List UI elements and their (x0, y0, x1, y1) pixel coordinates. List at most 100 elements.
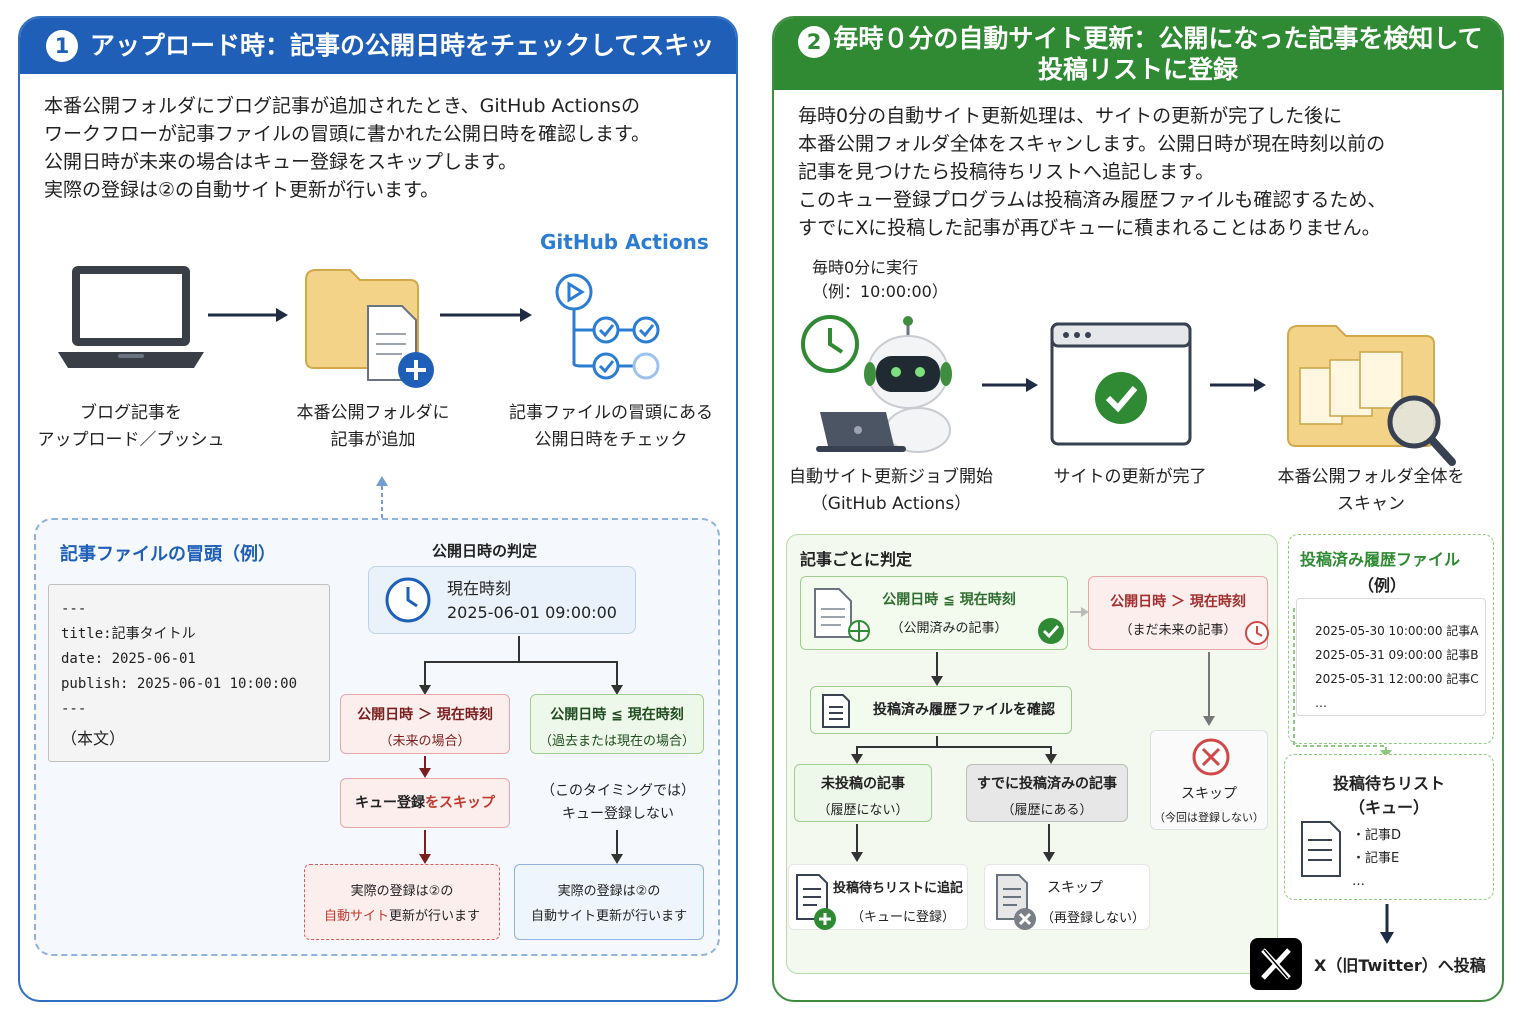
arrow-down-icon (611, 830, 623, 864)
arrow-down-icon (1203, 652, 1215, 726)
step-caption: サイトの更新が完了 (1030, 464, 1230, 491)
left-description: 本番公開フォルダにブログ記事が追加されたとき、GitHub Actionsの ワ… (44, 92, 650, 204)
clock-icon (1245, 621, 1269, 645)
list-document-icon (822, 694, 850, 728)
queue-item: ・記事E (1352, 851, 1400, 866)
caption-line: アップロード／プッシュ (37, 430, 225, 450)
folder-add-icon (305, 269, 434, 388)
workflow-icon (555, 273, 660, 380)
connector-line (424, 661, 618, 663)
check-circle-icon (1038, 618, 1064, 644)
arrow-right-icon (1070, 607, 1089, 617)
published-condition-box: 公開日時 ≦ 現在時刻 （公開済みの記事） (800, 576, 1068, 650)
no-register-note: （このタイミングでは） キュー登録しない (528, 780, 708, 826)
frontmatter-code-block: --- title:記事タイトル date: 2025-06-01 publis… (48, 584, 330, 762)
document-icon (814, 588, 870, 642)
history-entry: … (1315, 696, 1327, 710)
condition-note: （履歴にない） (817, 803, 909, 818)
queue-item: … (1352, 874, 1365, 889)
append-queue-box: 投稿待ちリストに追記 （キューに登録） (788, 864, 968, 930)
schedule-line: （例：10:00:00） (812, 282, 948, 301)
list-remove-icon (996, 874, 1036, 930)
right-panel-header: 2 毎時０分の自動サイト更新：公開になった記事を検知して 投稿リストに登録 (774, 18, 1502, 90)
arrow-right-icon (208, 308, 288, 322)
check-history-box: 投稿済み履歴ファイルを確認 (810, 686, 1072, 734)
caption-line: サイトの更新が完了 (1053, 467, 1207, 487)
step-caption: 記事ファイルの冒頭にある 公開日時をチェック (496, 400, 726, 454)
right-panel: 2 毎時０分の自動サイト更新：公開になった記事を検知して 投稿リストに登録 毎時… (772, 16, 1504, 1002)
code-line: title:記事タイトル (61, 626, 196, 642)
note-line: 実際の登録は②の (350, 884, 454, 899)
future-condition-box: 公開日時 ＞ 現在時刻 （未来の場合） (340, 694, 510, 754)
history-subtitle: （例） (1358, 576, 1407, 595)
code-line: --- (61, 701, 87, 717)
description-line: 公開日時が未来の場合はキュー登録をスキップします。 (44, 151, 518, 173)
append-text: 投稿待ちリストに追記 (833, 881, 964, 896)
skip-highlight: をスキップ (425, 795, 495, 811)
per-article-title: 記事ごとに判定 (800, 550, 913, 569)
caption-line: 本番公開フォルダ全体を (1277, 467, 1465, 487)
description-line: 毎時0分の自動サイト更新処理は、サイトの更新が完了した後に (798, 105, 1343, 127)
cross-circle-icon (1192, 738, 1230, 776)
step-number-badge: 2 (798, 26, 830, 58)
future-article-box: 公開日時 ＞ 現在時刻 （まだ未来の記事） (1088, 576, 1269, 650)
arrow-down-icon (931, 652, 943, 686)
right-description: 毎時0分の自動サイト更新処理は、サイトの更新が完了した後に 本番公開フォルダ全体… (798, 102, 1386, 242)
arrow-down-icon (419, 661, 431, 695)
history-entry: 2025-05-31 09:00:00 記事B (1315, 648, 1479, 662)
arrow-down-icon (419, 830, 431, 864)
code-line: （本文） (61, 729, 126, 748)
description-line: 実際の登録は②の自動サイト更新が行います。 (44, 179, 440, 201)
already-posted-box: すでに投稿済みの記事 （履歴にある） (966, 764, 1128, 822)
description-line: 本番公開フォルダにブログ記事が追加されたとき、GitHub Actionsの (44, 95, 640, 117)
skip-text: スキップ (1181, 786, 1237, 802)
history-file-area (1288, 534, 1494, 744)
condition-note: （過去または現在の場合） (538, 734, 695, 749)
append-note: （キューに登録） (851, 910, 956, 925)
schedule-line: 毎時0分に実行 (812, 258, 919, 277)
code-line: publish: 2025-06-01 10:00:00 (61, 676, 298, 692)
code-line: --- (61, 601, 87, 617)
connector-line (936, 736, 938, 746)
queue-title: 投稿待ちリスト (1332, 774, 1445, 793)
caption-line: 記事が追加 (330, 430, 416, 450)
caption-line: （GitHub Actions） (810, 494, 972, 514)
step-caption: 自動サイト更新ジョブ開始 （GitHub Actions） (778, 464, 1004, 518)
skip-queue-box: キュー登録をスキップ (340, 778, 510, 828)
now-value: 2025-06-01 09:00:00 (447, 603, 617, 622)
description-line: このキュー登録プログラムは投稿済み履歴ファイルも確認するため、 (798, 189, 1387, 211)
skip-future-box: スキップ （今回は登録しない） (1150, 730, 1268, 830)
right-panel-title-line2: 投稿リストに登録 (1037, 55, 1238, 84)
queue-item: ・記事D (1352, 828, 1402, 843)
caption-line: スキャン (1337, 494, 1405, 514)
step-number-badge: 1 (46, 30, 78, 62)
step-caption: 本番公開フォルダに 記事が追加 (268, 400, 478, 454)
description-line: ワークフローが記事ファイルの冒頭に書かれた公開日時を確認します。 (44, 123, 651, 145)
connector-line (856, 746, 1052, 748)
caption-line: ブログ記事を (80, 403, 182, 423)
description-line: すでにXに投稿した記事が再びキューに積まれることはありません。 (798, 217, 1381, 239)
skip-note: （今回は登録しない） (1154, 811, 1264, 824)
arrow-right-icon (440, 308, 532, 322)
past-condition-box: 公開日時 ≦ 現在時刻 （過去または現在の場合） (530, 694, 704, 754)
condition-text: すでに投稿済みの記事 (976, 776, 1118, 792)
note-line: キュー登録しない (562, 806, 674, 822)
arrow-down-icon (1043, 824, 1055, 862)
history-file-content: 2025-05-30 10:00:00 記事A 2025-05-31 09:00… (1296, 598, 1486, 716)
arrow-down-icon (1045, 746, 1057, 764)
note-line: 実際の登録は②の (557, 884, 661, 899)
arrow-up-icon (376, 476, 388, 518)
list-add-icon (796, 874, 836, 930)
condition-text: 公開日時 ＞ 現在時刻 (357, 707, 493, 723)
caption-line: 公開日時をチェック (534, 430, 688, 450)
left-panel-header: 1 アップロード時：記事の公開日時をチェックしてスキップ (20, 18, 736, 116)
left-panel: 1 アップロード時：記事の公開日時をチェックしてスキップ 本番公開フォルダにブロ… (18, 16, 738, 1002)
x-logo-icon (1250, 938, 1302, 990)
history-to-queue-arrow (1293, 608, 1392, 758)
browser-check-icon (1050, 322, 1192, 446)
arrow-right-icon (982, 378, 1038, 392)
right-panel-title: 毎時０分の自動サイト更新：公開になった記事を検知して (833, 24, 1483, 53)
actual-register-blue-box: 実際の登録は②の 自動サイト更新が行います (514, 864, 704, 940)
folder-search-icon (1287, 325, 1456, 466)
now-label: 現在時刻 (447, 579, 512, 598)
